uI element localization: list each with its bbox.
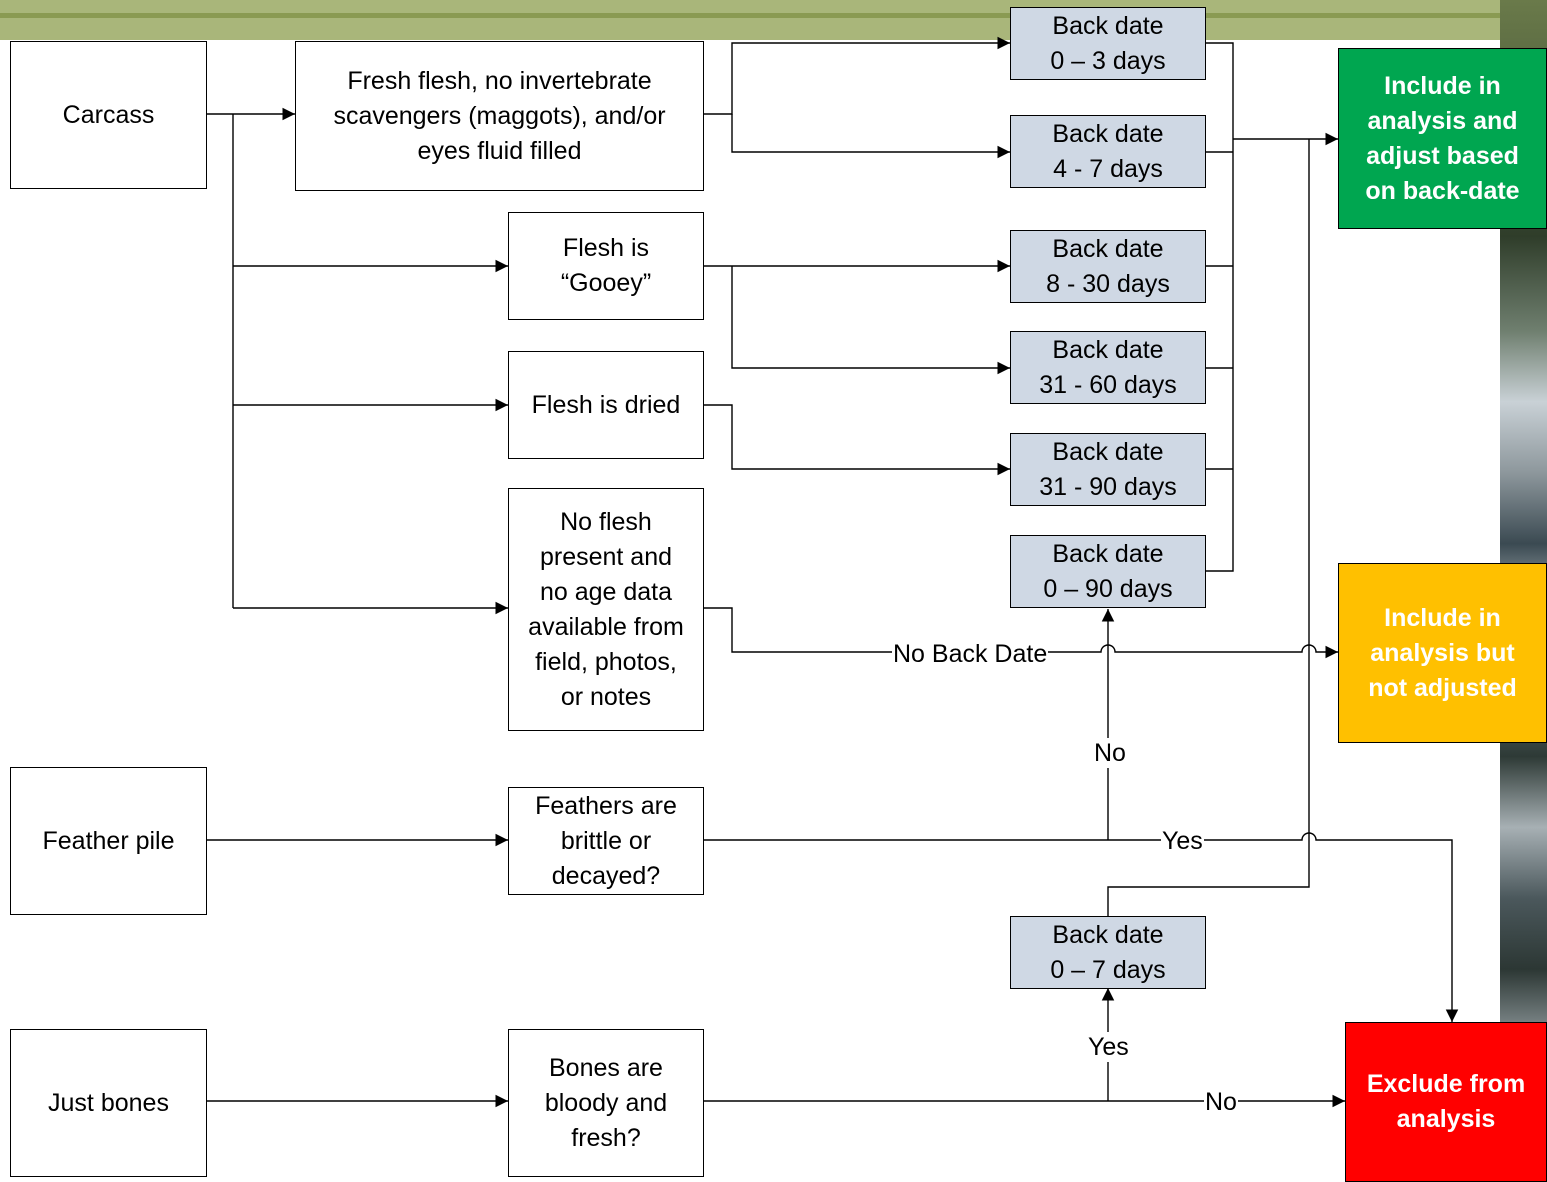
back-date-31-60-box: Back date 31 - 60 days: [1010, 331, 1206, 404]
back-date-31-90-label: Back date 31 - 90 days: [1039, 437, 1177, 501]
back-date-31-60-label: Back date 31 - 60 days: [1039, 335, 1177, 399]
back-date-8-30-label: Back date 8 - 30 days: [1046, 234, 1170, 298]
edge-label-feathers-yes: Yes: [1161, 826, 1204, 856]
edge-label-bones-yes: Yes: [1087, 1032, 1130, 1062]
fresh-flesh-box: Fresh flesh, no invertebrate scavengers …: [295, 41, 704, 191]
gooey-label: Flesh is “Gooey”: [560, 234, 652, 297]
edge-feathers-row: [704, 832, 1459, 1022]
bones-question-box: Bones are bloody and fresh?: [508, 1029, 704, 1177]
back-date-31-90-box: Back date 31 - 90 days: [1010, 433, 1206, 506]
top-band-line: [0, 13, 1500, 18]
exclude-box: Exclude from analysis: [1345, 1022, 1547, 1182]
gooey-box: Flesh is “Gooey”: [508, 212, 704, 320]
dried-box: Flesh is dried: [508, 351, 704, 459]
edge-noflesh-nobackdate: [704, 607, 1338, 659]
carcass-box: Carcass: [10, 41, 207, 189]
include-adjust-box: Include in analysis and adjust based on …: [1338, 48, 1547, 229]
carcass-label: Carcass: [62, 100, 155, 129]
feathers-question-box: Feathers are brittle or decayed?: [508, 787, 704, 895]
edge-fresh-split: [704, 36, 1010, 115]
fresh-flesh-label: Fresh flesh, no invertebrate scavengers …: [333, 66, 666, 165]
edge-dried-31-90: [704, 404, 1010, 476]
include-not-adjusted-box: Include in analysis but not adjusted: [1338, 563, 1547, 743]
edge-gooey-31-60: [731, 266, 1010, 375]
back-date-0-7-label: Back date 0 – 7 days: [1050, 920, 1166, 984]
include-not-adjusted-label: Include in analysis but not adjusted: [1368, 603, 1517, 702]
bones-question-label: Bones are bloody and fresh?: [544, 1053, 668, 1152]
dried-label: Flesh is dried: [531, 390, 681, 419]
include-adjust-label: Include in analysis and adjust based on …: [1365, 71, 1520, 205]
no-flesh-label: No flesh present and no age data availab…: [528, 507, 684, 711]
back-date-8-30-box: Back date 8 - 30 days: [1010, 230, 1206, 303]
back-date-0-3-box: Back date 0 – 3 days: [1010, 7, 1206, 80]
just-bones-label: Just bones: [48, 1088, 169, 1117]
edge-label-no-back-date: No Back Date: [892, 639, 1049, 669]
edge-0-7-to-collector: [1107, 139, 1310, 916]
just-bones-box: Just bones: [10, 1029, 207, 1177]
feathers-question-label: Feathers are brittle or decayed?: [535, 791, 677, 890]
edge-fresh-4-7: [731, 114, 1010, 159]
edge-label-bones-no: No: [1204, 1087, 1238, 1117]
back-date-4-7-label: Back date 4 - 7 days: [1052, 119, 1164, 183]
exclude-label: Exclude from analysis: [1366, 1070, 1526, 1133]
feather-pile-box: Feather pile: [10, 767, 207, 915]
edge-collector: [1206, 42, 1234, 572]
top-band: [0, 0, 1500, 40]
feather-pile-label: Feather pile: [42, 826, 175, 855]
back-date-4-7-box: Back date 4 - 7 days: [1010, 115, 1206, 188]
back-date-0-3-label: Back date 0 – 3 days: [1050, 11, 1166, 75]
back-date-0-90-box: Back date 0 – 90 days: [1010, 535, 1206, 608]
edge-label-feathers-no: No: [1093, 738, 1127, 768]
back-date-0-90-label: Back date 0 – 90 days: [1043, 539, 1173, 603]
back-date-0-7-box: Back date 0 – 7 days: [1010, 916, 1206, 989]
no-flesh-box: No flesh present and no age data availab…: [508, 488, 704, 731]
